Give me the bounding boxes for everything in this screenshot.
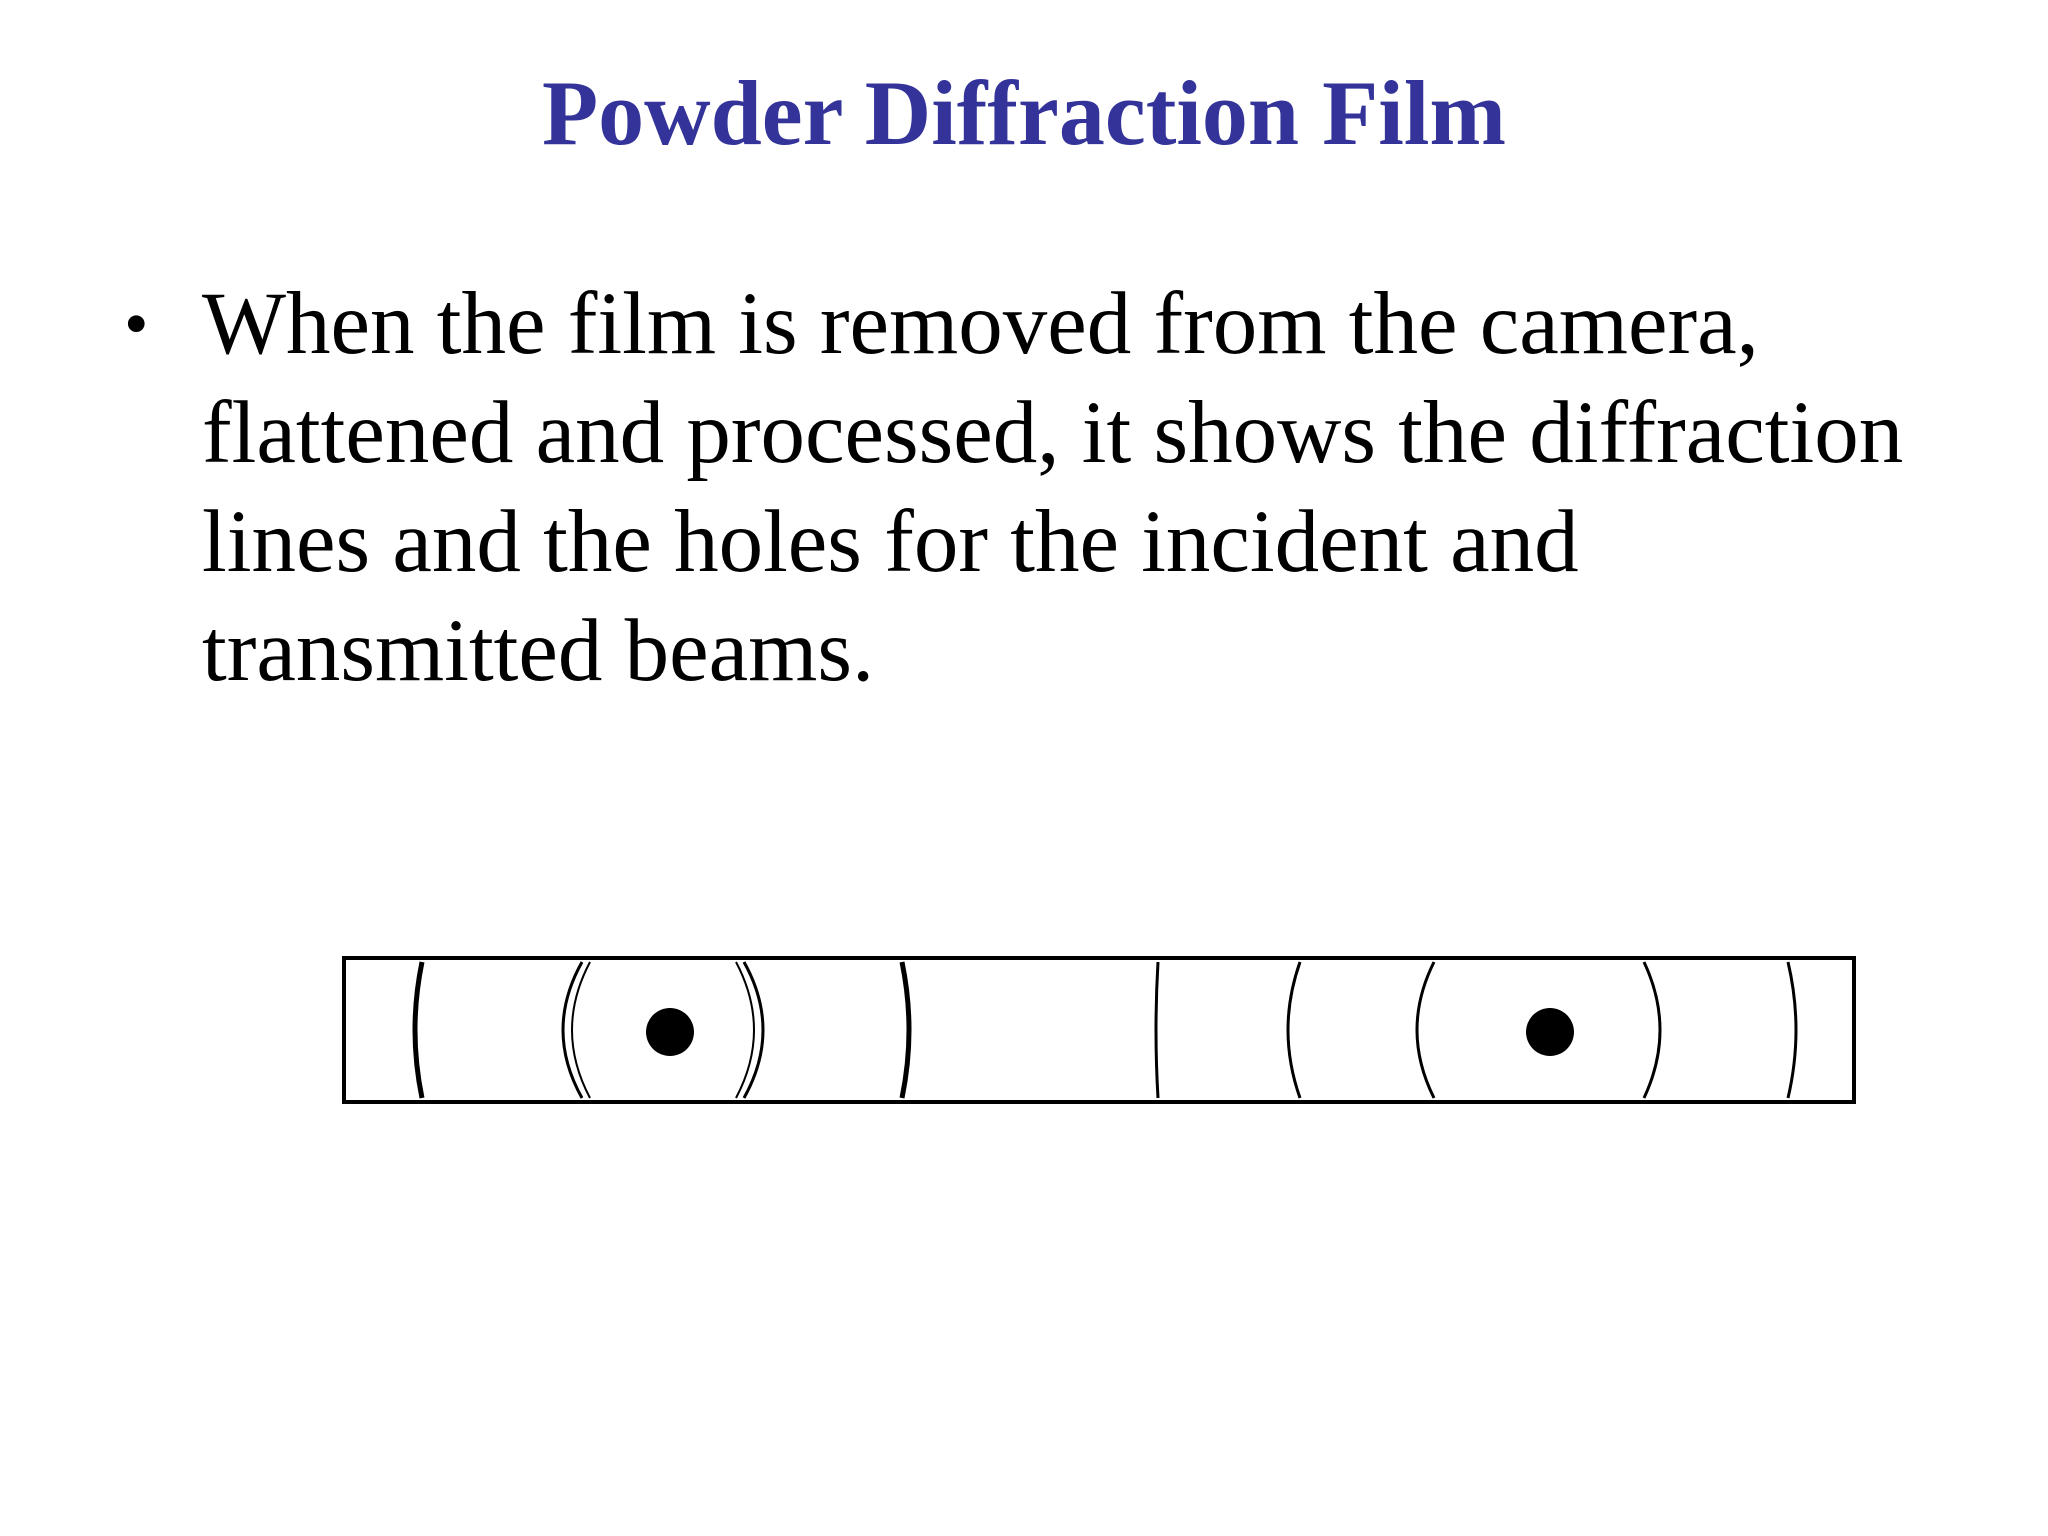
- slide-title: Powder Diffraction Film: [541, 62, 1507, 164]
- diffraction-line: [1286, 961, 1302, 1099]
- bullet-icon: •: [124, 286, 149, 363]
- diffraction-line: [1786, 961, 1798, 1099]
- diffraction-line: [899, 961, 912, 1099]
- diffraction-line: [1642, 961, 1662, 1099]
- diffraction-line: [742, 961, 765, 1099]
- diffraction-line: [571, 961, 591, 1099]
- film-strip: [342, 956, 1856, 1104]
- bullet-item: • When the film is removed from the came…: [120, 270, 1920, 706]
- diffraction-line: [412, 961, 425, 1099]
- incident-beam-hole: [646, 1008, 694, 1056]
- bullet-list: • When the film is removed from the came…: [120, 270, 1920, 706]
- diffraction-film-diagram: [342, 956, 1856, 1104]
- transmitted-beam-hole: [1526, 1008, 1574, 1056]
- diffraction-line: [735, 961, 755, 1099]
- diffraction-line: [1154, 961, 1160, 1099]
- diffraction-line: [561, 961, 584, 1099]
- diffraction-line: [1415, 961, 1436, 1099]
- bullet-text: When the film is removed from the camera…: [202, 275, 1904, 700]
